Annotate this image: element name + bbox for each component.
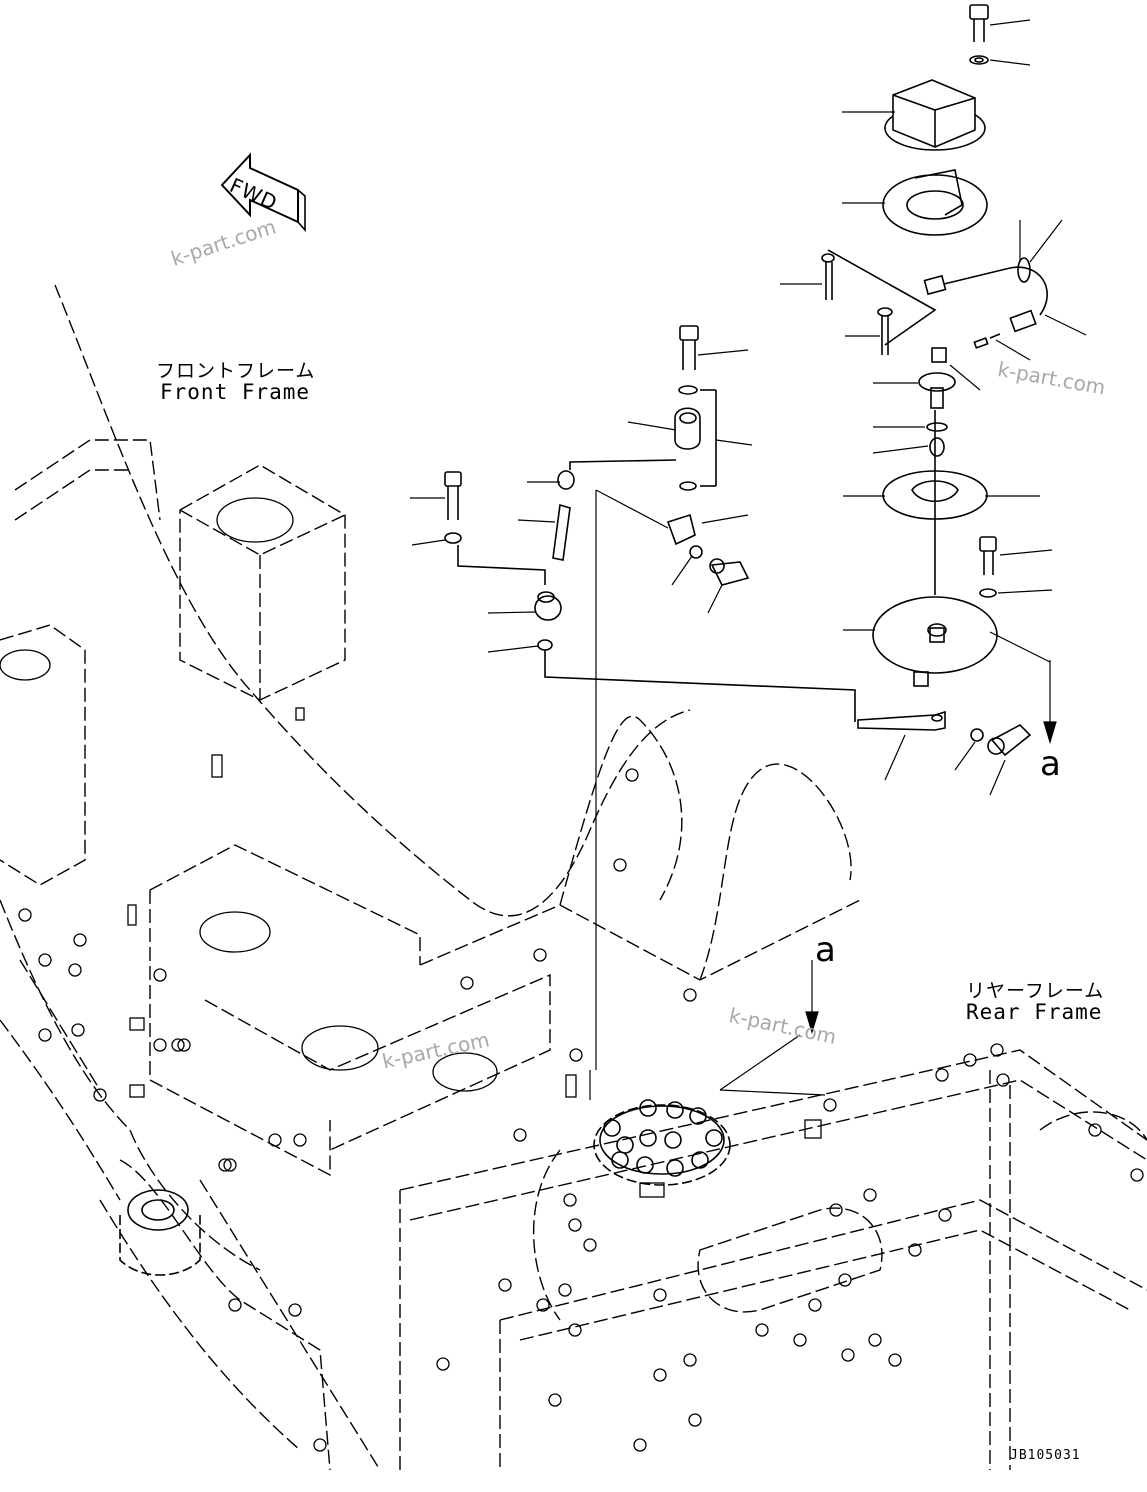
fwd-arrow-icon	[220, 152, 306, 233]
frame-holes	[0, 497, 1144, 1452]
front-frame-label-en: Front Frame	[160, 380, 311, 404]
front-frame-outline	[0, 284, 861, 1271]
front-frame-label-jp: フロントフレーム	[156, 360, 316, 382]
rear-frame-label-jp: リヤーフレーム	[966, 980, 1105, 1002]
hitch-pin	[119, 1189, 201, 1276]
center-pin-flange	[593, 1099, 731, 1186]
rear-frame-outline	[99, 1049, 1147, 1471]
exploded-assembly	[444, 4, 1048, 757]
assembly-leader-lines	[589, 489, 1057, 1100]
rear-frame-label-en: Rear Frame	[966, 1000, 1103, 1024]
view-ref-a-top: a	[1040, 744, 1061, 784]
view-ref-a-bottom: a	[815, 930, 836, 970]
drawing-code: JB105031	[1010, 1448, 1081, 1463]
callout-leaders	[410, 19, 1087, 796]
